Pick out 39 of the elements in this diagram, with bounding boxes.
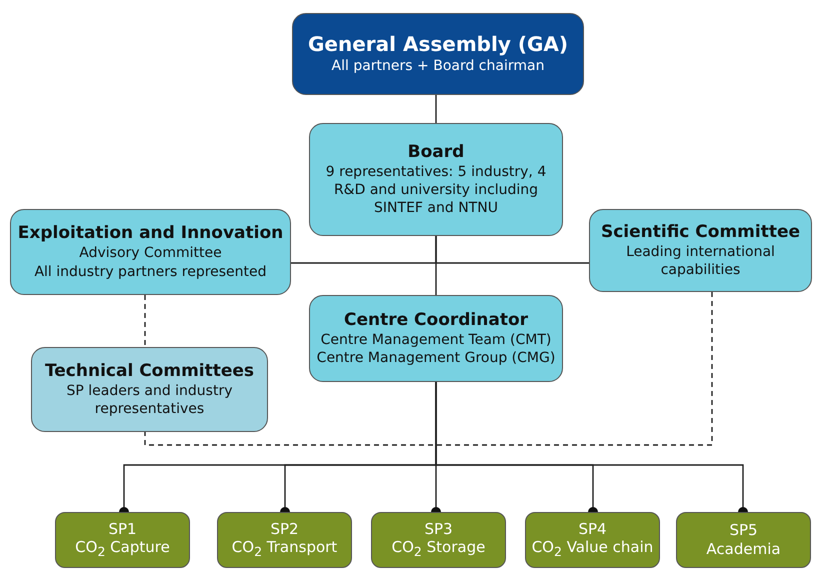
org-box: [309, 295, 563, 382]
box-text: Leading international capabilities: [625, 242, 776, 280]
subproject-box: [676, 512, 811, 568]
box-heading: SP2: [270, 520, 299, 538]
box-text: 9 representatives: 5 industry, 4 R&D and university including SINTEF and NTNU: [324, 162, 548, 218]
subproject-box: [371, 512, 506, 568]
box-heading: Centre Coordinator: [344, 310, 528, 331]
connector-line: [435, 236, 589, 264]
box-text: CO$_{2}$ Transport: [232, 538, 338, 560]
org-box: [309, 123, 563, 236]
box-heading: Technical Committees: [44, 360, 254, 382]
org-box: [31, 347, 268, 432]
box-heading: Board: [408, 142, 464, 163]
box-text: Academia: [706, 540, 781, 560]
dashed-connector: [144, 295, 146, 347]
box-text: All partners + Board chairman: [332, 57, 544, 76]
connector-line: [435, 95, 437, 123]
box-text: Advisory Committee: [79, 244, 222, 263]
box-heading: SP1: [108, 520, 137, 538]
dashed-connector: [144, 292, 713, 446]
org-box: [292, 13, 584, 95]
box-text: CO$_{2}$ Value chain: [532, 538, 654, 560]
box-heading: SP5: [729, 520, 758, 540]
box-text: CO$_{2}$ Capture: [75, 538, 170, 560]
box-text: CO$_{2}$ Storage: [392, 538, 486, 560]
box-heading: Exploitation and Innovation: [18, 223, 284, 244]
box-heading: General Assembly (GA): [308, 32, 568, 58]
subproject-box: [217, 512, 352, 568]
box-text: SP leaders and industry representatives: [66, 382, 234, 418]
box-text: All industry partners represented: [34, 262, 267, 281]
org-box: [589, 209, 812, 292]
box-heading: SP4: [578, 520, 607, 538]
box-text: Centre Management Group (CMG): [316, 349, 556, 368]
box-heading: Scientific Committee: [600, 222, 800, 243]
subproject-box: [525, 512, 660, 568]
subproject-box: [55, 512, 190, 568]
box-text: Centre Management Team (CMT): [320, 330, 552, 350]
org-box: [10, 209, 291, 295]
box-heading: SP3: [424, 520, 453, 538]
